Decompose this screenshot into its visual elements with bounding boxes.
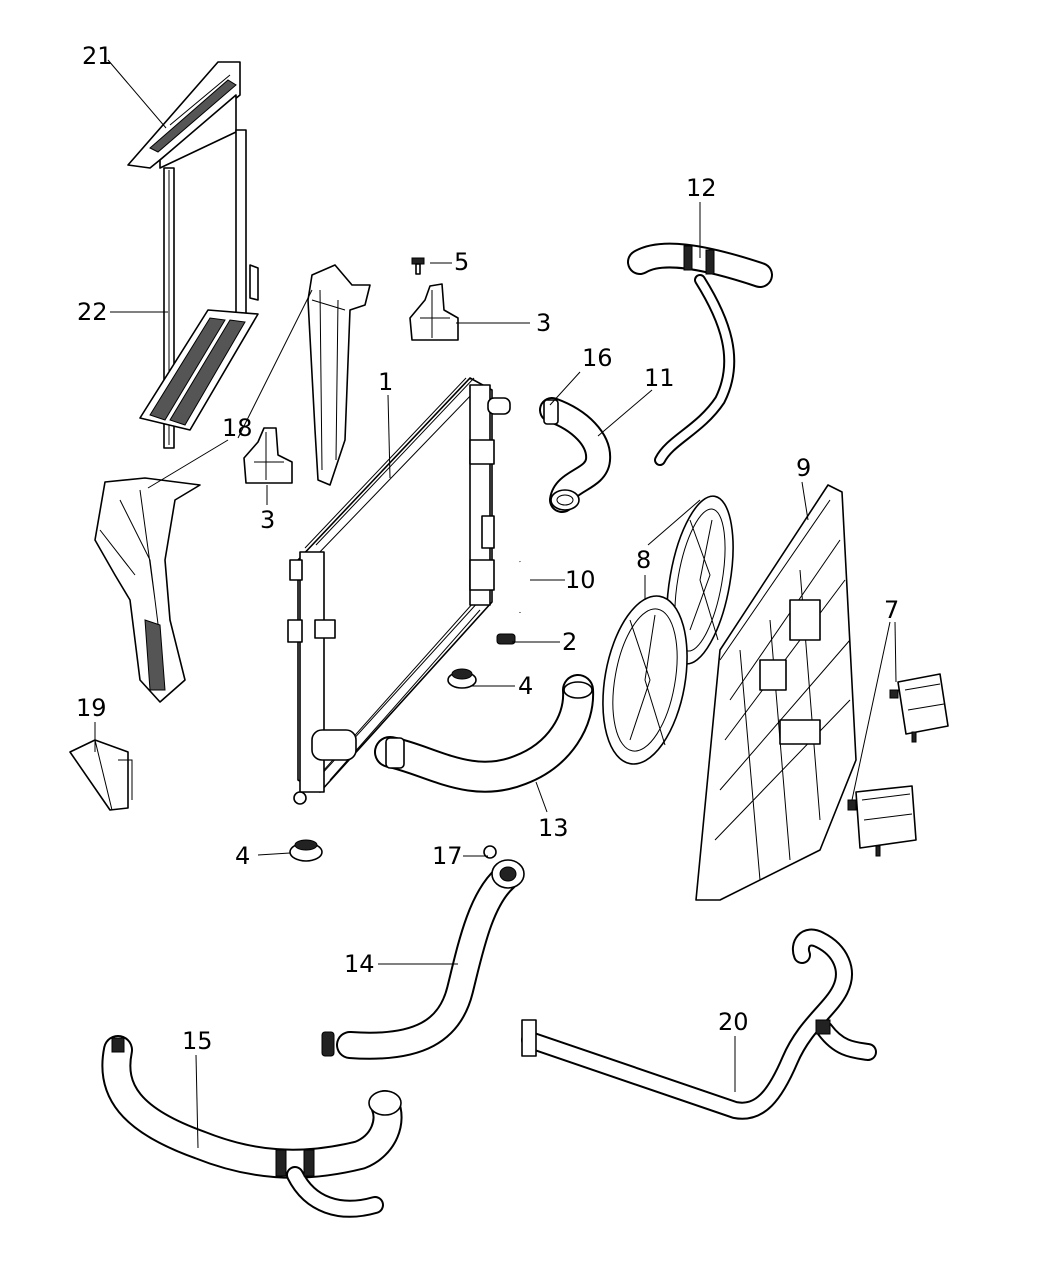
- callout-14: 14: [344, 950, 375, 978]
- callout-10: 10: [565, 566, 596, 594]
- radiator: [287, 377, 511, 805]
- lower-mounting-bracket: [243, 427, 293, 484]
- radiator-isolator-upper: [447, 668, 477, 689]
- radiator-support-frame: [127, 61, 259, 449]
- callout-13: 13: [538, 814, 569, 842]
- callout-5: 5: [454, 248, 469, 276]
- overflow-hose: [627, 242, 773, 466]
- callout-17: 17: [432, 842, 463, 870]
- callout-22: 22: [77, 298, 108, 326]
- small-hose: [517, 561, 525, 613]
- callout-2: 2: [562, 628, 577, 656]
- callout-3-lower: 3: [260, 506, 275, 534]
- drain-plug: [496, 633, 516, 645]
- small-deflector-bracket: [69, 739, 133, 811]
- side-air-deflector: [94, 477, 201, 703]
- fan-shroud: [695, 484, 857, 901]
- fan-control-module-lower: [847, 785, 917, 857]
- callout-3-upper: 3: [536, 309, 551, 337]
- coolant-tube-assembly: [521, 928, 877, 1120]
- fan-control-module-upper: [889, 673, 949, 743]
- callout-20: 20: [718, 1008, 749, 1036]
- callout-8: 8: [636, 546, 651, 574]
- leader-lines: [94, 59, 897, 1149]
- callout-9: 9: [796, 454, 811, 482]
- lower-radiator-hose: [374, 674, 595, 793]
- callout-21: 21: [82, 42, 113, 70]
- upper-air-deflector: [307, 264, 371, 486]
- upper-radiator-hose: [539, 397, 612, 513]
- heater-hose-with-fitting: [321, 845, 525, 1060]
- lower-hose-assembly: [101, 1035, 403, 1218]
- callout-11: 11: [644, 364, 675, 392]
- callout-19: 19: [76, 694, 107, 722]
- callout-16: 16: [582, 344, 613, 372]
- callout-4-lower: 4: [235, 842, 250, 870]
- callout-15: 15: [182, 1027, 213, 1055]
- callout-12: 12: [686, 174, 717, 202]
- callout-7: 7: [884, 596, 899, 624]
- cooling-fan-front: [602, 595, 688, 765]
- callout-18-lower: 18: [222, 414, 253, 442]
- radiator-isolator-lower: [289, 839, 323, 862]
- callout-4-upper: 4: [518, 672, 533, 700]
- bolt: [411, 257, 425, 275]
- callout-1: 1: [378, 368, 393, 396]
- callout-labels: 21 22 18 5 3 3 1 12 16 11 10 2 4 8 9 7 1…: [76, 42, 899, 1055]
- upper-mounting-bracket: [409, 283, 459, 341]
